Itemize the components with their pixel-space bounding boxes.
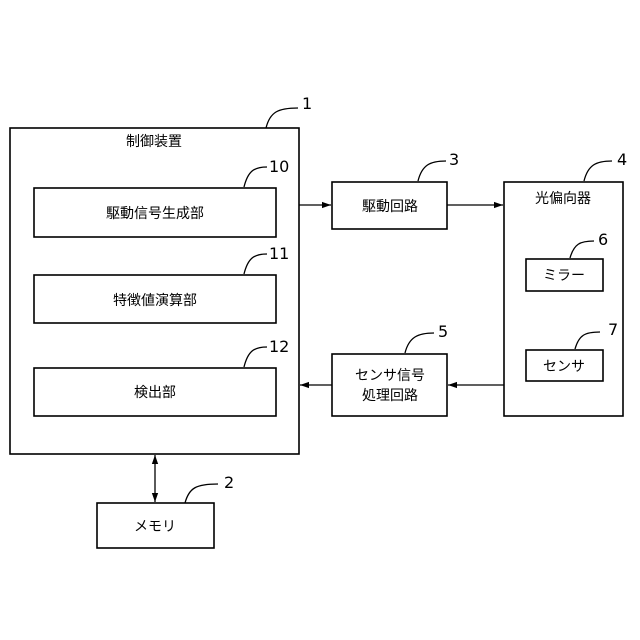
sensor-signal-circuit-box [332, 354, 447, 416]
drive-circuit-label: 駆動回路 [362, 199, 418, 215]
optical-deflector-leader [584, 161, 612, 181]
memory-ref: 2 [224, 473, 234, 492]
feature-value-calculator-label: 特徴値演算部 [113, 293, 197, 309]
sensor-signal-circuit-leader [405, 333, 434, 353]
drive-signal-generator-label: 駆動信号生成部 [106, 206, 204, 222]
sensor-signal-circuit-ref: 5 [438, 322, 448, 341]
sensor-ref: 7 [608, 320, 618, 339]
feature-value-calculator-ref: 11 [269, 244, 289, 263]
drive-circuit-ref: 3 [449, 150, 459, 169]
detector-ref: 12 [269, 337, 289, 356]
optical-deflector-label: 光偏向器 [535, 191, 591, 207]
mirror-ref: 6 [598, 230, 608, 249]
drive-circuit-leader [418, 161, 446, 181]
detector-label: 検出部 [134, 385, 176, 401]
sensor-signal-circuit: センサ信号 処理回路 5 [332, 322, 448, 416]
optical-deflector-ref: 4 [617, 150, 627, 169]
control-device-leader [266, 108, 298, 128]
drive-circuit: 駆動回路 3 [332, 150, 459, 229]
memory-label: メモリ [134, 519, 176, 535]
memory-leader [185, 484, 218, 503]
drive-signal-generator-ref: 10 [269, 157, 289, 176]
control-device-label: 制御装置 [126, 134, 182, 150]
control-device-ref: 1 [302, 94, 312, 113]
memory: メモリ 2 [97, 473, 234, 548]
mirror-label: ミラー [543, 268, 585, 284]
sensor-signal-circuit-label-line2: 処理回路 [362, 388, 418, 404]
sensor-label: センサ [543, 359, 585, 375]
sensor-signal-circuit-label-line1: センサ信号 [355, 368, 425, 384]
